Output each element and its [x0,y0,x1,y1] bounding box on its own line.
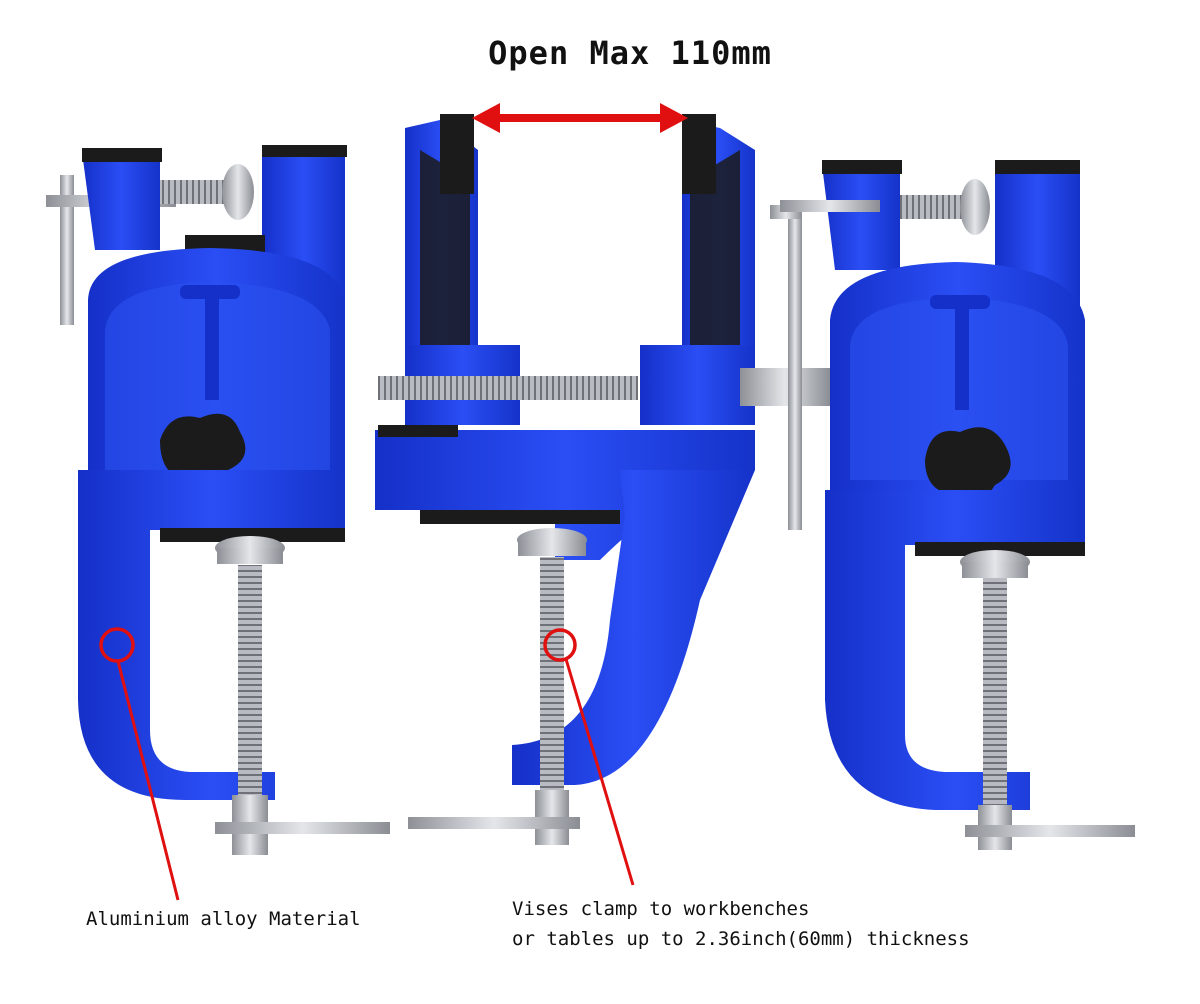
material-callout-pointer [99,627,180,901]
right-vise [780,160,1135,850]
left-top-handle-bar [60,175,74,325]
clamp-callout-line2: or tables up to 2.36inch(60mm) thickness [512,928,970,950]
clamp-callout-line1: Vises clamp to workbenches [512,898,810,920]
left-vise [46,145,390,855]
headline: Open Max 110mm [488,34,772,72]
material-callout: Aluminium alloy Material [86,908,361,930]
clamp-callout-pointer [543,628,635,886]
clamp-callout: Vises clamp to workbenches or tables up … [512,894,970,954]
open-width-arrow [472,103,688,133]
middle-vise [375,114,830,845]
